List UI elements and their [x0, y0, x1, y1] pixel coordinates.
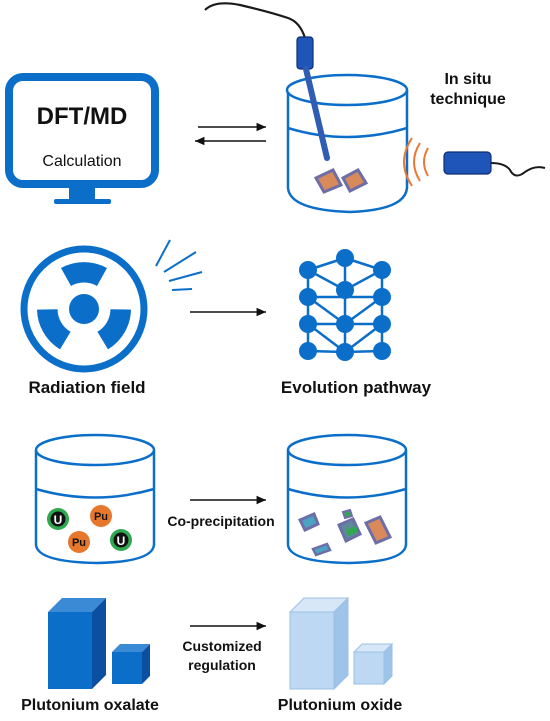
radiation-emission-lines-icon: [155, 239, 203, 291]
beaker-crystals: [286, 433, 408, 565]
sensor-icon: [443, 151, 546, 177]
monitor-subtitle: Calculation: [42, 153, 121, 170]
svg-text:U: U: [54, 513, 63, 527]
insitu-label-line1: In situ: [444, 71, 491, 88]
probe-icon: [204, 2, 330, 161]
beaker-insitu: [285, 73, 409, 214]
regulation-label-line2: regulation: [188, 657, 256, 673]
monitor-title: DFT/MD: [37, 103, 128, 130]
uranium-ion-1: U: [47, 508, 69, 530]
uranium-ion-2: U: [110, 529, 132, 551]
beaker-ions: [34, 433, 156, 565]
computer-monitor-icon: [5, 73, 159, 204]
radiation-field-label: Radiation field: [28, 378, 145, 397]
regulation-label-line1: Customized: [182, 638, 261, 654]
insitu-label-line2: technique: [430, 91, 506, 108]
crystal-cluster-icon: [313, 168, 369, 194]
evolution-pathway-label: Evolution pathway: [281, 378, 432, 397]
svg-text:Pu: Pu: [72, 537, 86, 549]
svg-text:U: U: [117, 534, 126, 548]
svg-text:Pu: Pu: [94, 511, 108, 523]
plutonium-oxide-label: Plutonium oxide: [278, 697, 403, 714]
plutonium-oxide-blocks: [288, 596, 394, 691]
plutonium-oxalate-blocks: [48, 598, 150, 689]
radiation-icon: [20, 245, 148, 373]
plutonium-ion-2: Pu: [68, 531, 90, 553]
lattice-icon: [299, 249, 391, 361]
coprecipitation-label: Co-precipitation: [167, 513, 274, 529]
plutonium-ion-1: Pu: [90, 505, 112, 527]
signal-waves-icon: [403, 137, 429, 187]
plutonium-oxalate-label: Plutonium oxalate: [21, 697, 159, 714]
mixed-crystals-icon: [297, 508, 393, 557]
